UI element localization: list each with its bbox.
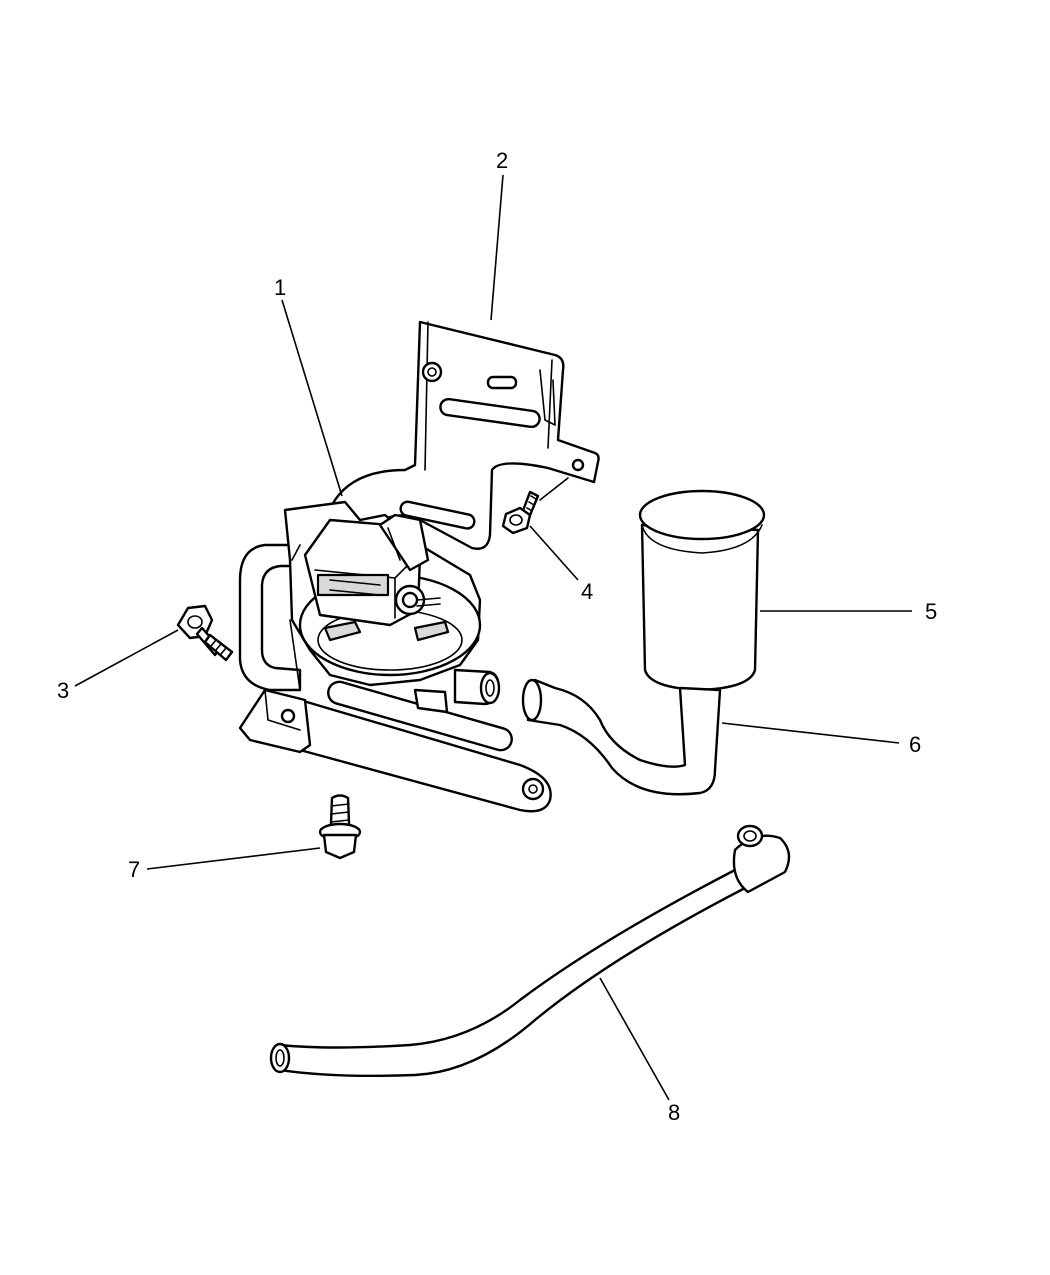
bolt-part-3 bbox=[176, 604, 234, 662]
screw-part-4 bbox=[501, 477, 569, 535]
bolt-part-7 bbox=[318, 794, 362, 860]
callout-1: 1 bbox=[274, 275, 286, 300]
callout-2: 2 bbox=[496, 148, 508, 173]
callout-3: 3 bbox=[57, 678, 69, 703]
hose-part-6 bbox=[521, 678, 722, 796]
callout-6: 6 bbox=[909, 732, 921, 757]
callout-4: 4 bbox=[581, 579, 593, 604]
mounting-bracket bbox=[298, 320, 600, 582]
filter-canister bbox=[638, 489, 766, 692]
callout-7: 7 bbox=[128, 857, 140, 882]
callout-5: 5 bbox=[925, 599, 937, 624]
hose-part-8 bbox=[269, 824, 791, 1078]
air-pump-assembly bbox=[238, 500, 552, 813]
leader-lines bbox=[74, 174, 912, 1101]
callout-8: 8 bbox=[668, 1100, 680, 1125]
